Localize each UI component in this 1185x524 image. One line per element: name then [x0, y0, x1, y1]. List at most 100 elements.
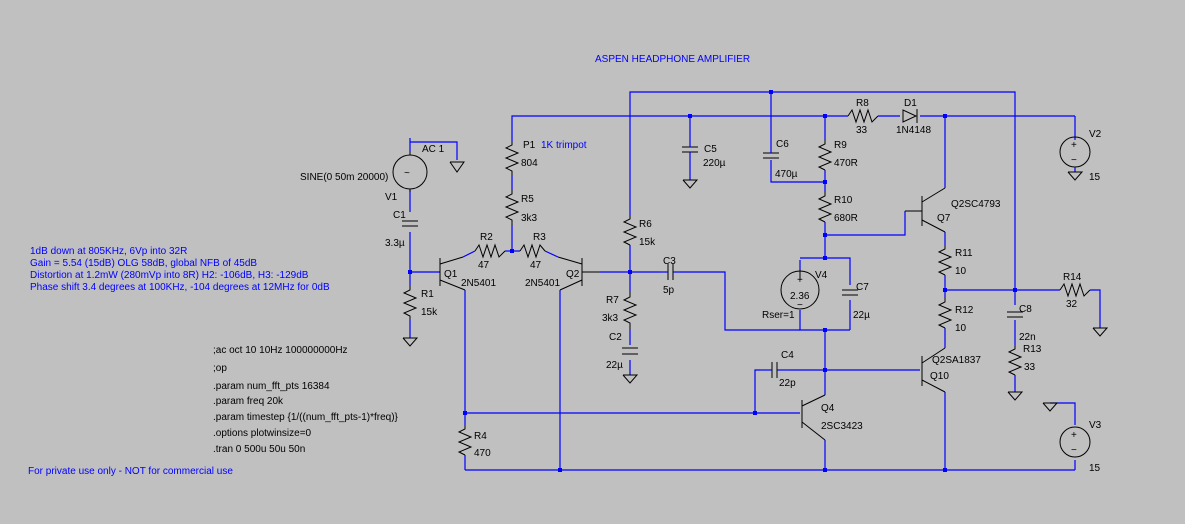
r7-value: 3k3 — [602, 313, 619, 324]
r4-label: R4 — [474, 431, 487, 442]
junction-dots — [408, 90, 1017, 472]
r8-resistor: R8 33 — [847, 98, 879, 136]
c1-value: 3.3µ — [385, 238, 405, 249]
c3-value: 5p — [663, 285, 675, 296]
c5-label: C5 — [704, 144, 717, 155]
p1-label: P1 — [523, 140, 536, 151]
schematic-title: ASPEN HEADPHONE AMPLIFIER — [595, 54, 750, 65]
p1-note: 1K trimpot — [541, 140, 587, 151]
v1-ac-label: AC 1 — [422, 144, 445, 155]
r1-resistor: R1 15k — [402, 285, 438, 347]
r6-resistor: R6 15k — [622, 215, 656, 248]
q1-label: Q1 — [444, 269, 458, 280]
v3-label: V3 — [1089, 420, 1102, 431]
r3-value: 47 — [530, 260, 542, 271]
r12-resistor: R12 10 — [937, 298, 974, 334]
c2-label: C2 — [609, 332, 622, 343]
r1-value: 15k — [421, 307, 438, 318]
p1-trimpot: P1 1K trimpot 804 — [504, 140, 587, 190]
r2-label: R2 — [480, 232, 493, 243]
r12-label: R12 — [955, 305, 974, 316]
r11-resistor: R11 10 — [937, 245, 973, 277]
svg-text:−: − — [1071, 445, 1077, 456]
c7-capacitor: C7 22µ — [842, 282, 870, 321]
c3-capacitor: C3 5p — [660, 256, 680, 296]
r13-resistor: R13 33 — [1007, 344, 1042, 401]
directive-line: ;ac oct 10 10Hz 100000000Hz — [213, 345, 348, 356]
c4-value: 22p — [779, 378, 796, 389]
r10-resistor: R10 680R — [817, 192, 858, 224]
r5-value: 3k3 — [521, 213, 538, 224]
v4-source: + 2.36 − V4 Rser=1 — [762, 270, 828, 321]
r5-label: R5 — [521, 194, 534, 205]
directive-line: .tran 0 500u 50u 50n — [213, 444, 305, 455]
q10-transistor: Q2SA1837 Q10 — [921, 347, 981, 393]
v2-label: V2 — [1089, 129, 1102, 140]
c1-label: C1 — [393, 210, 406, 221]
q4-part: 2SC3423 — [821, 421, 863, 432]
q2-label: Q2 — [566, 269, 580, 280]
r3-resistor: R3 47 — [519, 232, 546, 271]
q1-part: 2N5401 — [461, 278, 496, 289]
c8-capacitor: C8 22n — [1007, 304, 1036, 343]
r8-value: 33 — [856, 125, 868, 136]
q10-label: Q10 — [930, 371, 949, 382]
c4-label: C4 — [781, 350, 794, 361]
c1-capacitor: C1 3.3µ — [385, 210, 418, 249]
r8-label: R8 — [856, 98, 869, 109]
d1-label: D1 — [904, 98, 917, 109]
c5-capacitor: C5 220µ — [682, 140, 726, 189]
q1-transistor: Q1 2N5401 — [439, 256, 496, 291]
v1-source: ~ AC 1 SINE(0 50m 20000) V1 — [300, 144, 465, 203]
note-line: 1dB down at 805KHz, 6Vp into 32R — [30, 246, 187, 257]
v1-sine-label: SINE(0 50m 20000) — [300, 172, 388, 183]
v4-label: V4 — [815, 270, 828, 281]
r13-value: 33 — [1024, 362, 1036, 373]
q2-part: 2N5401 — [525, 278, 560, 289]
wires — [409, 91, 1101, 471]
q7-label: Q7 — [937, 213, 951, 224]
c5-value: 220µ — [703, 158, 726, 169]
svg-text:+: + — [1071, 430, 1077, 441]
r1-label: R1 — [421, 289, 434, 300]
r4-resistor: R4 470 — [457, 425, 491, 459]
r14-resistor: R14 32 — [1059, 272, 1109, 337]
r9-label: R9 — [834, 140, 847, 151]
v2-value: 15 — [1089, 172, 1101, 183]
r2-value: 47 — [478, 260, 490, 271]
directive-line: .options plotwinsize=0 — [213, 428, 312, 439]
v2-source: + − V2 15 — [1059, 129, 1102, 183]
r4-value: 470 — [474, 448, 491, 459]
v3-source: + − V3 15 — [1042, 402, 1102, 474]
r6-label: R6 — [639, 219, 652, 230]
svg-text:+: + — [797, 275, 803, 286]
d1-value: 1N4148 — [896, 125, 931, 136]
q4-transistor: Q4 2SC3423 — [801, 394, 863, 441]
note-line: Gain = 5.54 (15dB) OLG 58dB, global NFB … — [30, 258, 257, 269]
r10-label: R10 — [834, 195, 853, 206]
r14-value: 32 — [1066, 299, 1078, 310]
c8-label: C8 — [1019, 304, 1032, 315]
svg-text:~: ~ — [404, 168, 410, 179]
v3-value: 15 — [1089, 463, 1101, 474]
v4-value: 2.36 — [790, 291, 810, 302]
c4-capacitor: C4 22p — [760, 350, 796, 389]
r3-label: R3 — [533, 232, 546, 243]
directive-line: .param num_fft_pts 16384 — [213, 381, 330, 392]
directive-line: ;op — [213, 363, 227, 374]
footer-note: For private use only - NOT for commercia… — [28, 466, 233, 477]
v4-rser: Rser=1 — [762, 310, 795, 321]
note-line: Distortion at 1.2mW (280mVp into 8R) H2:… — [30, 270, 309, 281]
c6-capacitor: C6 470µ — [763, 139, 798, 180]
q2-transistor: Q2 2N5401 — [525, 256, 600, 291]
c2-capacitor: C2 22µ — [606, 332, 639, 384]
q7-transistor: Q2SC4793 Q7 — [905, 187, 1001, 233]
r12-value: 10 — [955, 323, 967, 334]
r9-value: 470R — [834, 158, 858, 169]
directive-line: .param freq 20k — [213, 396, 284, 407]
c3-label: C3 — [663, 256, 676, 267]
svg-text:−: − — [797, 300, 803, 311]
note-line: Phase shift 3.4 degrees at 100KHz, -104 … — [30, 282, 330, 293]
c7-value: 22µ — [853, 310, 870, 321]
